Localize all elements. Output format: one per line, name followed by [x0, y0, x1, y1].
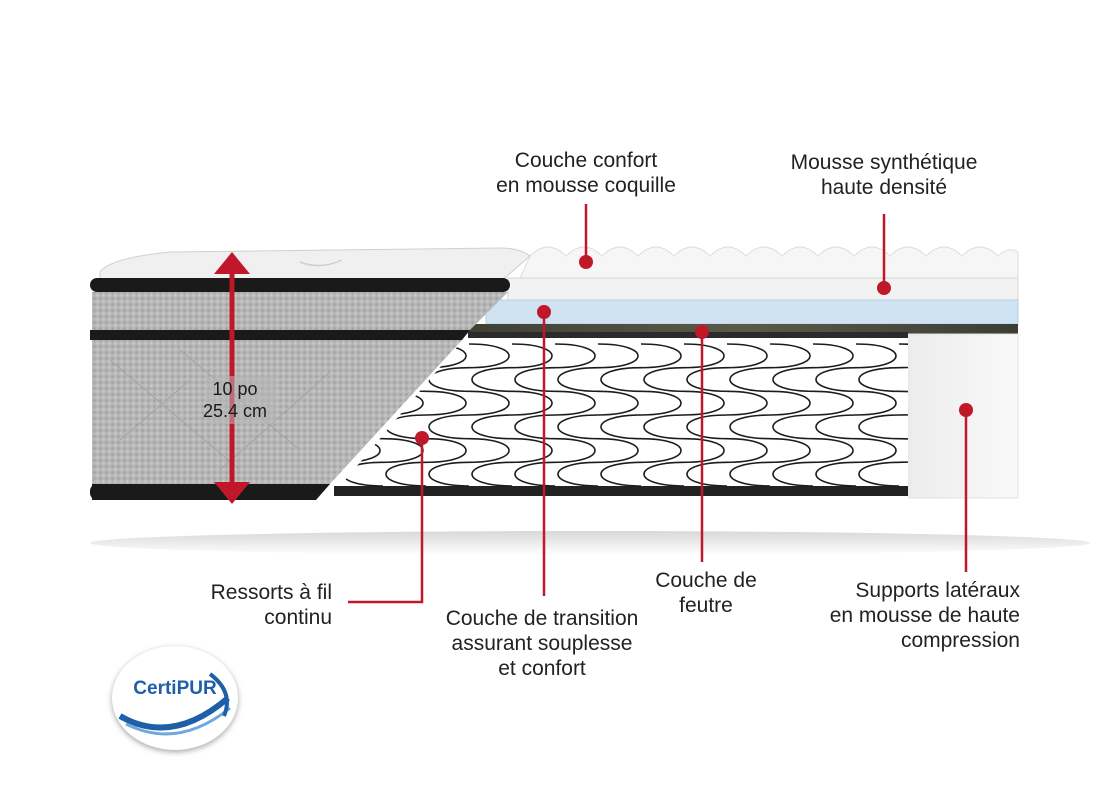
floor-shadow [90, 531, 1090, 555]
certipur-swoosh [118, 672, 231, 736]
synthetic-foam-layer [507, 277, 1019, 301]
callout-dot-icon [695, 325, 709, 339]
coil-wire [471, 343, 553, 487]
coil-wire [772, 343, 854, 487]
label-side-supports: Supports latéraux en mousse de haute com… [829, 579, 1020, 652]
coil-wire [600, 343, 682, 487]
coil-top-wire [468, 332, 908, 338]
callout-dot-icon [537, 305, 551, 319]
bottom-border-band [92, 484, 330, 500]
comfort-foam-layer [519, 246, 1019, 279]
label-synthetic-foam: Mousse synthétique haute densité [790, 151, 978, 199]
label-coils: Ressorts à fil continu [210, 581, 332, 629]
coil-base [334, 486, 908, 496]
transition-layer [485, 299, 1019, 325]
label-transition-layer: Couche de transition assurant souplesse … [445, 607, 639, 680]
coil-wire [815, 343, 897, 487]
top-border-band [90, 278, 510, 292]
callout-lines [348, 204, 968, 604]
coil-wire [557, 343, 639, 487]
callout-dot-icon [415, 431, 429, 445]
label-comfort-layer: Couche confort en mousse coquille [496, 149, 676, 197]
coil-wire [514, 343, 596, 487]
certipur-logo: CertiPUR [112, 646, 238, 750]
callout-dot-icon [579, 255, 593, 269]
coil-wire [858, 343, 908, 487]
label-felt-layer: Couche de feutre [655, 569, 757, 617]
coil-wire [428, 343, 510, 487]
callout-dot-icon [877, 281, 891, 295]
middle-border-band [90, 330, 470, 340]
coil-wire [686, 343, 768, 487]
certipur-text: CertiPUR [133, 678, 217, 699]
height-dimension-label: 10 po 25.4 cm [202, 379, 268, 421]
felt-layer [468, 324, 1018, 334]
coil-wire [729, 343, 811, 487]
side-quilt-panel [92, 340, 462, 484]
coil-wire [643, 343, 725, 487]
upper-quilt-panel [92, 292, 508, 330]
callout-dot-icon [959, 403, 973, 417]
